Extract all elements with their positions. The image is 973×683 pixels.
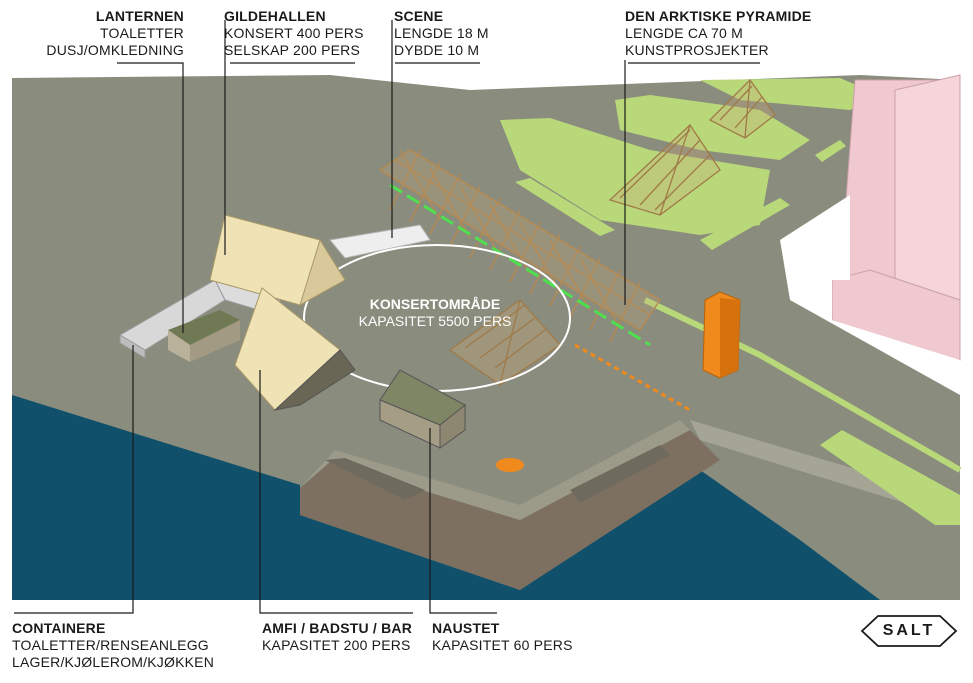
gildehallen-end [299,238,346,307]
label-scene-line1: LENGDE 18 M [394,25,489,41]
pyramid-small-2 [708,78,776,139]
label-amfi-line1: KAPASITET 200 PERS [262,637,411,653]
label-gildehallen-title: GILDEHALLEN [224,8,326,24]
steps-left [325,458,425,500]
label-konsertomrade-line1: KAPASITET 5500 PERS [358,313,512,329]
label-pyramide-line2: KUNSTPROSJEKTER [625,42,769,58]
green-path [643,297,962,473]
label-naustet-line1: KAPASITET 60 PERS [432,637,573,653]
building-tower-face [894,74,961,301]
orange-path [574,343,691,412]
grass-strip-2 [700,198,790,250]
label-lanternen-line1: TOALETTER [99,25,184,41]
label-pyramide-title: DEN ARKTISKE PYRAMIDE [625,8,812,24]
label-konsertomrade-title: KONSERTOMRÅDE [369,296,501,312]
label-amfi: AMFI / BADSTU / BAR KAPASITET 200 PERS [262,620,412,654]
salt-logo-frame [860,615,958,647]
label-pyramide-line1: LENGDE CA 70 M [625,25,743,41]
label-scene-title: SCENE [394,8,444,24]
label-naustet-title: NAUSTET [432,620,500,636]
road-right [780,195,960,395]
label-containere-line1: TOALETTER/RENSEANLEGG [12,637,209,653]
label-gildehallen-line2: SELSKAP 200 PERS [224,42,361,58]
orange-tower-side [720,298,740,378]
pyramid-small-1 [608,124,721,216]
walkway [329,224,431,259]
label-containere-title: CONTAINERE [12,620,106,636]
leader-lines [14,20,760,614]
grass-patch-2 [615,95,810,160]
label-lanternen-line2: DUSJ/OMKLEDNING [46,42,184,58]
label-containere-line2: LAGER/KJØLEROM/KJØKKEN [12,654,215,670]
orange-marker [496,458,524,472]
grass-patch-3 [700,78,880,110]
salt-logo: SALT [882,622,936,639]
steps-right [570,445,670,503]
grass-lower-right [820,430,960,525]
lanternen-front [190,320,240,362]
label-konsertomrade: KONSERTOMRÅDE KAPASITET 5500 PERS [330,296,540,330]
label-gildehallen: GILDEHALLEN KONSERT 400 PERS SELSKAP 200… [224,8,364,59]
label-lanternen-title: LANTERNEN [95,8,184,24]
grass-strip-3 [815,140,846,162]
naustet-end [439,403,466,449]
lanternen-roof [168,310,240,345]
label-containere: CONTAINERE TOALETTER/RENSEANLEGG LAGER/K… [12,620,214,671]
label-pyramide: DEN ARKTISKE PYRAMIDE LENGDE CA 70 M KUN… [625,8,811,59]
label-lanternen: LANTERNEN TOALETTER DUSJ/OMKLEDNING [20,8,184,59]
grass-strip-1 [515,178,615,236]
label-naustet: NAUSTET KAPASITET 60 PERS [432,620,573,654]
label-scene-line2: DYBDE 10 M [394,42,480,58]
label-scene: SCENE LENGDE 18 M DYBDE 10 M [394,8,489,59]
label-amfi-title: AMFI / BADSTU / BAR [262,620,413,636]
label-gildehallen-line1: KONSERT 400 PERS [224,25,364,41]
amfi-side [273,349,356,411]
light-strip [389,183,651,347]
arctic-pyramid [378,149,661,343]
water [12,395,880,600]
lanternen-wall [168,330,190,362]
